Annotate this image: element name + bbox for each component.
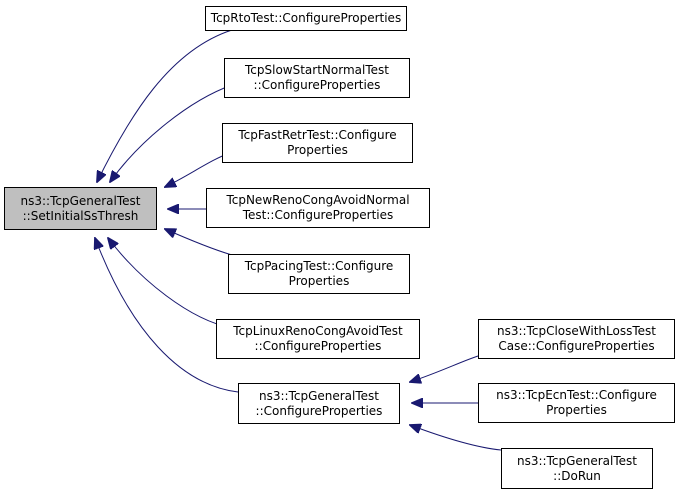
- node-label-line1: ns3::TcpEcnTest::Configure: [496, 388, 657, 402]
- node-label-line2: ::ConfigureProperties: [255, 403, 383, 418]
- node-label-line1: ns3::TcpCloseWithLossTest: [497, 324, 656, 338]
- node-label-line1: ns3::TcpGeneralTest: [20, 193, 141, 208]
- node-label-line1: ns3::TcpGeneralTest: [258, 388, 379, 403]
- node-tcp-pacing-test-configure[interactable]: TcpPacingTest::Configure Properties: [228, 254, 410, 294]
- node-label-line2: Case::ConfigureProperties: [498, 339, 655, 353]
- node-label-line2: Test::ConfigureProperties: [242, 208, 394, 222]
- edge-dorun-to-generalcfg: [410, 425, 502, 451]
- node-tcp-ecn-test-configure[interactable]: ns3::TcpEcnTest::Configure Properties: [478, 383, 675, 423]
- node-tcp-new-reno-cong-avoid-normal-test-configure[interactable]: TcpNewRenoCongAvoidNormal Test::Configur…: [206, 188, 430, 228]
- edge-slowstart-to-root: [110, 84, 233, 182]
- node-tcp-fast-retr-test-configure[interactable]: TcpFastRetrTest::Configure Properties: [222, 123, 413, 163]
- node-tcp-general-test-configure[interactable]: ns3::TcpGeneralTest ::ConfigurePropertie…: [238, 383, 400, 424]
- edge-linuxreno-to-root: [108, 238, 233, 329]
- edge-generalcfg-to-root: [95, 238, 239, 393]
- node-label-line1: TcpSlowStartNormalTest: [245, 63, 389, 77]
- node-label-line2: ::ConfigureProperties: [254, 339, 382, 353]
- node-tcp-general-test-do-run[interactable]: ns3::TcpGeneralTest ::DoRun: [501, 448, 653, 489]
- node-tcp-linux-reno-cong-avoid-test-configure[interactable]: TcpLinuxRenoCongAvoidTest ::ConfigurePro…: [216, 319, 420, 359]
- node-label-line2: Properties: [287, 143, 348, 157]
- node-label-line2: Properties: [546, 403, 607, 417]
- node-label-line2: ::DoRun: [553, 468, 601, 483]
- node-label-line1: ns3::TcpGeneralTest: [516, 453, 637, 468]
- edge-closewithloss-to-generalcfg: [410, 355, 479, 382]
- node-label-line1: TcpNewRenoCongAvoidNormal: [226, 193, 410, 207]
- node-label-line1: TcpLinuxRenoCongAvoidTest: [233, 324, 403, 338]
- node-label-line2: Properties: [288, 274, 350, 288]
- node-label-line1: TcpRtoTest::ConfigureProperties: [210, 11, 402, 25]
- edge-group: [95, 29, 502, 451]
- node-label-line2: ::ConfigureProperties: [253, 78, 381, 92]
- edge-pacing-to-root: [165, 229, 233, 256]
- edge-rto-to-root: [97, 29, 233, 182]
- node-set-initial-ssthresh[interactable]: ns3::TcpGeneralTest ::SetInitialSsThresh: [4, 187, 157, 230]
- node-label-line1: TcpFastRetrTest::Configure: [238, 128, 397, 142]
- node-label-line2: ::SetInitialSsThresh: [22, 208, 139, 223]
- node-tcp-close-with-loss-test-case-configure[interactable]: ns3::TcpCloseWithLossTest Case::Configur…: [478, 319, 675, 359]
- node-tcp-rto-test-configure[interactable]: TcpRtoTest::ConfigureProperties: [205, 6, 407, 31]
- node-label-line1: TcpPacingTest::Configure: [244, 259, 394, 273]
- node-tcp-slow-start-normal-test-configure[interactable]: TcpSlowStartNormalTest ::ConfigureProper…: [224, 58, 410, 98]
